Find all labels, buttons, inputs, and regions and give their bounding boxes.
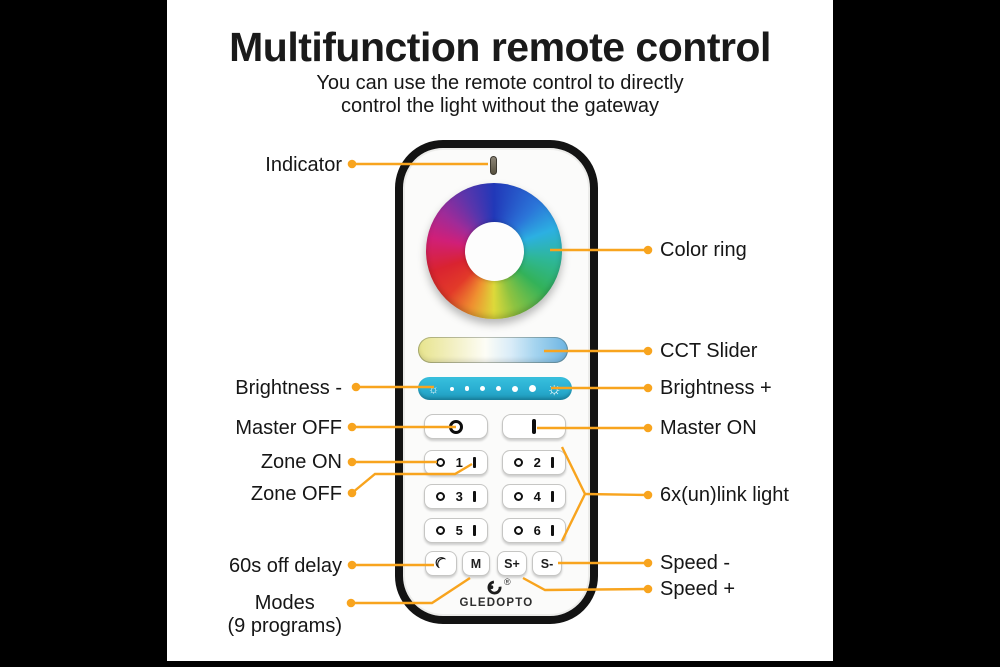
- color-ring-center: [465, 222, 524, 281]
- diagram-canvas: Multifunction remote control You can use…: [167, 0, 833, 661]
- label-brightness-minus: Brightness -: [235, 377, 342, 399]
- zone-off-icon: [436, 526, 445, 535]
- power-on-icon: [532, 419, 536, 434]
- gledopto-logo-icon: [487, 580, 502, 595]
- label-cct-slider: CCT Slider: [660, 340, 758, 362]
- brightness-dot: [449, 386, 454, 391]
- zone-on-icon: [551, 491, 554, 502]
- speed-minus-button: S-: [532, 551, 562, 576]
- master-on-button: [502, 414, 566, 439]
- cct-slider: [418, 337, 568, 363]
- zone-3-button: 3: [424, 484, 488, 509]
- zone-6-button: 6: [502, 518, 566, 543]
- label-brightness-plus: Brightness +: [660, 377, 772, 399]
- page-subtitle: You can use the remote control to direct…: [167, 72, 833, 118]
- label-modes-line1: Modes: [254, 592, 315, 614]
- label-zone-on: Zone ON: [260, 451, 342, 473]
- label-indicator: Indicator: [265, 154, 342, 176]
- zone-on-icon: [473, 457, 476, 468]
- brightness-slider: ☼ ☼: [418, 377, 572, 400]
- registered-mark: ®: [504, 577, 511, 587]
- brightness-dot: [464, 386, 470, 391]
- label-off-delay: 60s off delay: [228, 555, 342, 577]
- zone-number: 5: [455, 523, 463, 538]
- speed-minus-label: S-: [540, 556, 554, 571]
- label-master-off: Master OFF: [235, 417, 342, 439]
- zone-number: 6: [533, 523, 541, 538]
- power-off-icon: [449, 419, 463, 434]
- zone-off-icon: [436, 492, 445, 501]
- brightness-dot: [495, 385, 502, 392]
- zone-number: 2: [533, 455, 541, 470]
- zone-off-icon: [514, 492, 523, 501]
- label-zone-off: Zone OFF: [250, 483, 342, 505]
- moon-icon: ☾: [430, 552, 452, 575]
- brand-name: GLEDOPTO: [459, 597, 534, 609]
- label-color-ring: Color ring: [660, 239, 747, 261]
- label-modes-line2: (9 programs): [227, 615, 342, 637]
- night-mode-button: ☾: [425, 551, 457, 576]
- speed-plus-button: S+: [497, 551, 527, 576]
- speed-plus-label: S+: [504, 556, 520, 571]
- zone-off-icon: [436, 458, 445, 467]
- zone-number: 1: [455, 455, 463, 470]
- zone-number: 4: [533, 489, 541, 504]
- indicator-led: [490, 156, 497, 175]
- label-speed-minus: Speed -: [660, 552, 731, 574]
- mode-button-label: M: [470, 556, 482, 571]
- label-master-on: Master ON: [660, 417, 757, 439]
- brightness-high-sun-icon: ☼: [546, 379, 562, 398]
- label-link-light: 6x(un)link light: [660, 484, 789, 506]
- brightness-dot: [511, 385, 518, 392]
- page-title: Multifunction remote control: [229, 24, 771, 70]
- zone-off-icon: [514, 458, 523, 467]
- label-speed-plus: Speed +: [660, 578, 736, 600]
- zone-4-button: 4: [502, 484, 566, 509]
- brightness-dot: [479, 386, 485, 391]
- zone-on-icon: [473, 491, 476, 502]
- zone-number: 3: [455, 489, 463, 504]
- label-modes: Modes (9 programs): [228, 592, 342, 638]
- zone-on-icon: [551, 525, 554, 536]
- subtitle-line-2: control the light without the gateway: [341, 95, 659, 117]
- zone-on-icon: [473, 525, 476, 536]
- zone-on-icon: [551, 457, 554, 468]
- brightness-low-sun-icon: ☼: [428, 381, 439, 396]
- zone-5-button: 5: [424, 518, 488, 543]
- zone-2-button: 2: [502, 450, 566, 475]
- zone-1-button: 1: [424, 450, 488, 475]
- zone-off-icon: [514, 526, 523, 535]
- master-off-button: [424, 414, 488, 439]
- subtitle-line-1: You can use the remote control to direct…: [316, 72, 684, 94]
- brightness-dot: [528, 385, 536, 392]
- mode-button: M: [462, 551, 490, 576]
